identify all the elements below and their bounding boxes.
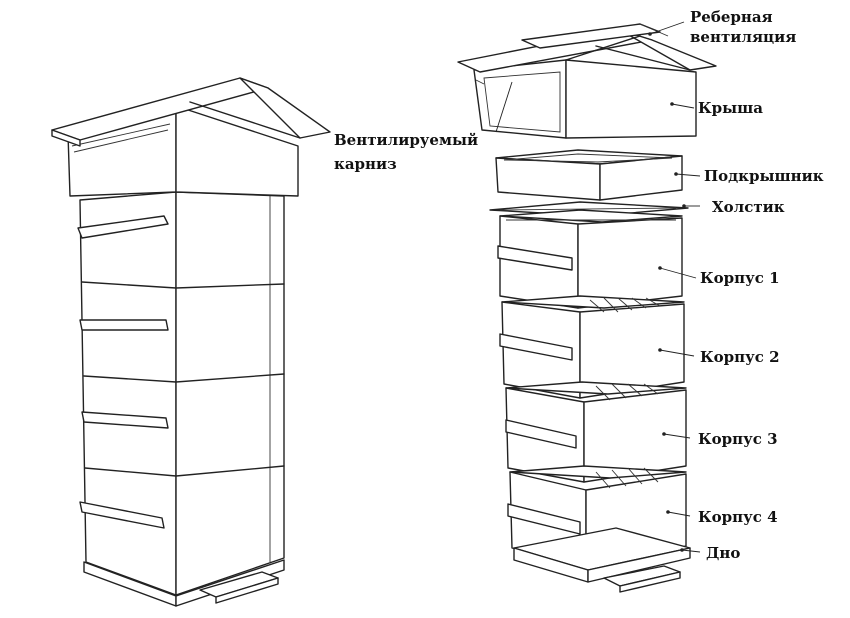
labels: Реберная вентиляция Крыша Вентилируемый … [334, 8, 824, 562]
leader-lines [495, 21, 701, 553]
box-3-handle [505, 419, 577, 449]
label-cloth: Холстик [712, 198, 785, 216]
assembled-handles [77, 215, 169, 529]
assembled-bottom-board [83, 559, 285, 607]
label-box-1: Корпус 1 [700, 269, 780, 287]
box-1-handle [497, 245, 573, 271]
label-ventilated-eave-2: карниз [334, 155, 397, 173]
label-box-4: Корпус 4 [698, 508, 778, 526]
assembled-body [77, 191, 285, 596]
exploded-hive [457, 23, 717, 593]
exploded-quilt-box [495, 149, 683, 201]
exploded-roof [457, 23, 717, 139]
box-2-handle [499, 333, 573, 361]
assembled-hive [51, 77, 331, 607]
label-roof: Крыша [698, 99, 763, 117]
exploded-bottom-board [513, 527, 691, 593]
label-ventilated-eave-1: Вентилируемый [334, 131, 478, 149]
box-4-handle [507, 503, 581, 535]
exploded-box-3 [505, 381, 687, 483]
assembled-roof [51, 77, 331, 197]
label-ribbed-ventilation-1: Реберная [690, 8, 773, 26]
label-quilt-box: Подкрышник [704, 167, 824, 185]
label-box-2: Корпус 2 [700, 348, 780, 366]
label-bottom: Дно [706, 544, 740, 562]
label-box-3: Корпус 3 [698, 430, 778, 448]
exploded-box-1 [497, 209, 683, 309]
exploded-box-2 [499, 295, 685, 399]
label-ribbed-ventilation-2: вентиляция [690, 28, 796, 46]
